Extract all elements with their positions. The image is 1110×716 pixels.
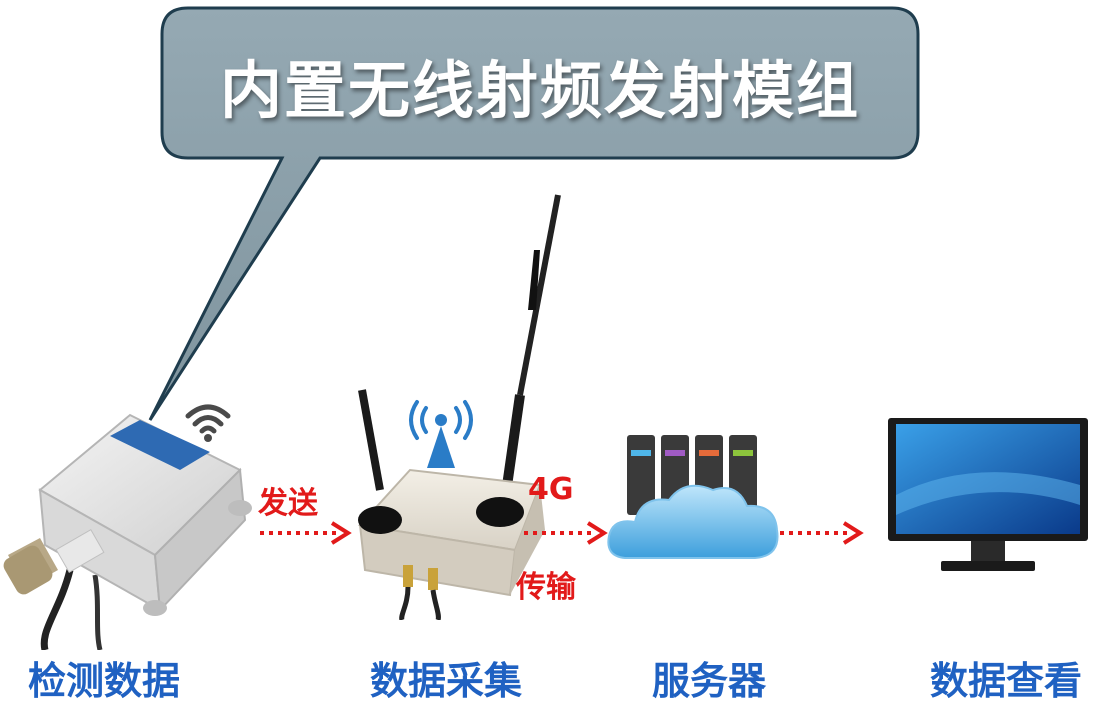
stage-label-server: 服务器 — [652, 650, 766, 705]
stage-label-collect: 数据采集 — [370, 650, 522, 705]
monitor-icon — [885, 415, 1090, 575]
arrow-3 — [778, 520, 866, 546]
arrow-1 — [258, 520, 353, 546]
server-cloud — [605, 430, 785, 580]
arrow-2-label-top: 4G — [528, 472, 574, 507]
arrow-2 — [522, 520, 610, 546]
arrow-1-label: 发送 — [258, 478, 318, 522]
callout-title: 内置无线射频发射模组 — [160, 30, 920, 140]
wifi-icon — [182, 398, 234, 444]
antenna-signal-icon — [403, 392, 479, 470]
arrow-2-label-bottom: 传输 — [516, 562, 576, 606]
stage-label-view: 数据查看 — [930, 650, 1082, 705]
stage-label-detect: 检测数据 — [28, 650, 180, 705]
